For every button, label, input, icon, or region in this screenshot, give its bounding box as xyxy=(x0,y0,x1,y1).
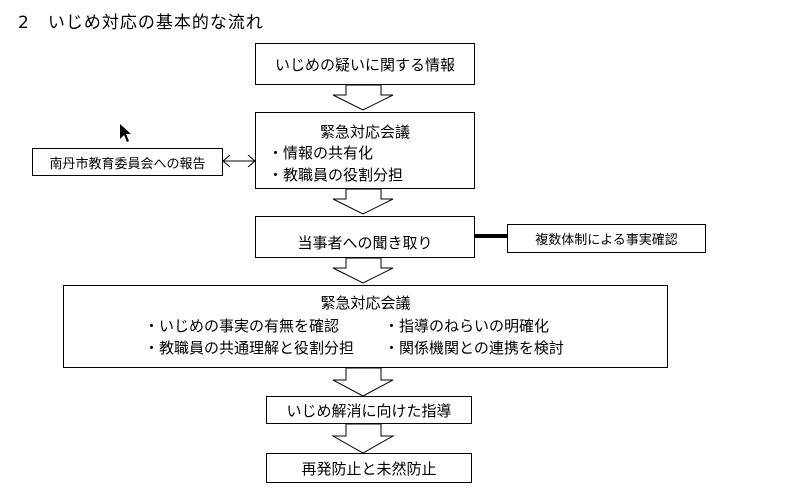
prevention-box: 再発防止と未然防止 xyxy=(266,453,472,483)
hearing-box: 当事者への聞き取り xyxy=(255,216,475,258)
report-box: 南丹市教育委員会への報告 xyxy=(32,148,223,176)
emergency-1-item: ・教職員の役割分担 xyxy=(268,166,404,184)
emergency-meeting-1: 緊急対応会議 ・情報の共有化 ・教職員の役割分担 xyxy=(255,112,475,189)
page-title: 2 いじめ対応の基本的な流れ xyxy=(18,8,264,33)
flow-arrow-3 xyxy=(332,257,394,284)
emergency-meeting-2: 緊急対応会議 ・いじめの事実の有無を確認 ・指導のねらいの明確化 ・教職員の共通… xyxy=(63,285,668,368)
section-title: いじめ対応の基本的な流れ xyxy=(47,13,264,33)
section-number: 2 xyxy=(18,13,30,33)
flow-arrow-1 xyxy=(332,84,394,111)
emergency-2-item: ・関係機関との連携を検討 xyxy=(384,339,564,357)
guidance-box: いじめ解消に向けた指導 xyxy=(266,396,472,424)
confirm-box: 複数体制による事実確認 xyxy=(507,224,706,253)
emergency-1-heading: 緊急対応会議 xyxy=(319,123,410,141)
flow-arrow-4 xyxy=(332,367,394,397)
flow-arrow-2 xyxy=(332,188,394,215)
emergency-2-item: ・教職員の共通理解と役割分担 xyxy=(144,339,355,357)
emergency-2-item: ・指導のねらいの明確化 xyxy=(384,317,550,335)
mouse-cursor-icon xyxy=(120,124,131,142)
report-connector xyxy=(222,154,256,168)
emergency-2-item: ・いじめの事実の有無を確認 xyxy=(144,317,340,335)
info-box: いじめの疑いに関する情報 xyxy=(255,43,475,85)
emergency-1-item: ・情報の共有化 xyxy=(268,144,374,162)
flow-arrow-5 xyxy=(331,423,395,454)
emergency-2-heading: 緊急対応会議 xyxy=(320,294,411,312)
